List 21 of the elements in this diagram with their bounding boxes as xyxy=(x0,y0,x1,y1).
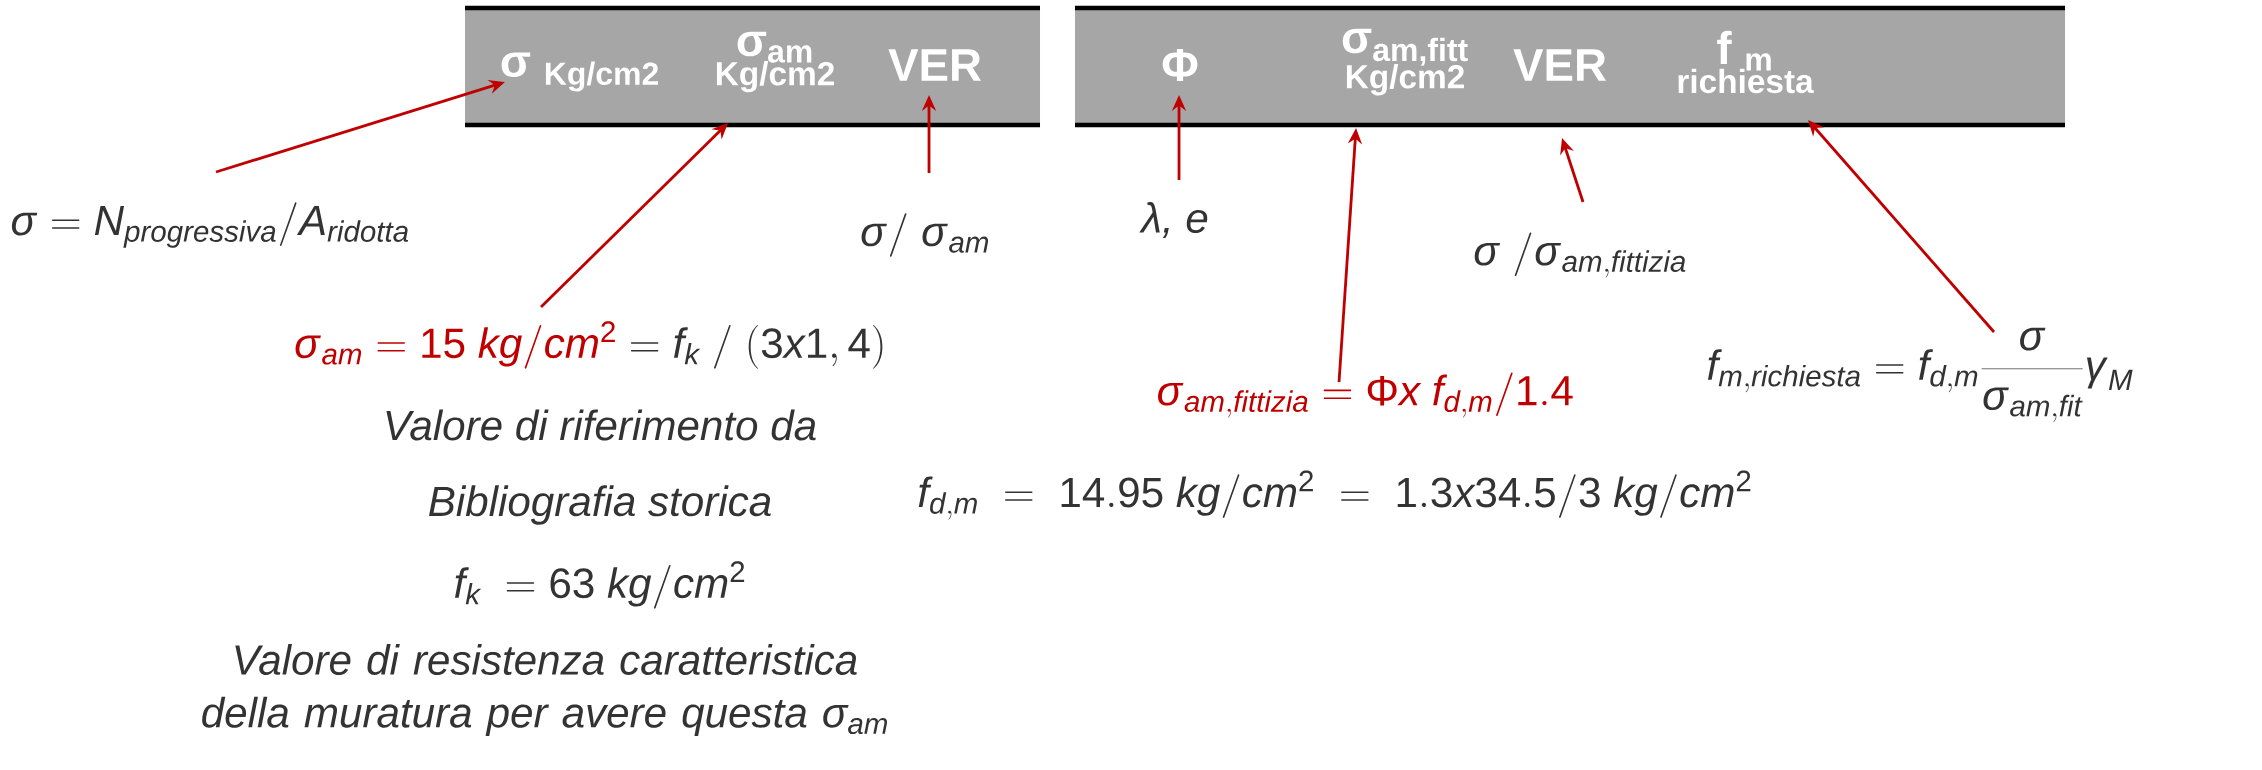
formula-text: $\sigma/\ \sigma_{am}$ xyxy=(861,213,989,257)
column-header: σ $_{Kg/cm2}$ xyxy=(501,52,659,92)
note-text: $f_{d,m}\ =\ 14.95\ kg/cm^{2}\ =\ 1.3x34.5/3\ kg/cm^{2}$ xyxy=(918,470,1751,520)
column-header: VER xyxy=(888,49,982,81)
note-text: Valore di riferimento da xyxy=(386,409,816,441)
formula-text: $\sigma_{am}=15\ kg/cm^{2}$ $=f_{k}\ /\ (3x1,4)$ xyxy=(295,321,883,369)
column-header: VER xyxy=(1513,49,1607,81)
formula-text: $\sigma=N_{progressiva}/A_{ridotta}$ xyxy=(11,202,409,248)
header-bar xyxy=(465,5,1040,128)
note-text: Valore di resistenza caratteristica della muratura per avere questa σ$_{am}$ xyxy=(202,644,887,737)
formula-text: $\sigma\ /\sigma_{am,fittizia}$ xyxy=(1474,232,1686,278)
formula-text: λ, e xyxy=(1139,202,1208,238)
column-header: Φ xyxy=(1162,49,1198,81)
column-header: σ$_{am}$ Kg/cm2 xyxy=(716,31,834,93)
header-bar xyxy=(1075,5,2065,128)
formula-text: $\sigma_{am,fittizia}=\Phi x\ f_{d,m}/1.4$ xyxy=(1158,372,1573,418)
note-text: $f_{k}\ =63\ kg/cm^{2}$ xyxy=(455,561,745,609)
column-header: f $_{m}$ richiesta xyxy=(1678,30,1814,94)
formula-text: $f_{m,richiesta}=f_{d,m}\frac{\sigma}{\sigma_{am,fit}}\gamma_{M}$ xyxy=(1707,327,2133,423)
note-text: Bibliografia storica xyxy=(429,485,771,525)
column-header: σ$_{am,fitt}$ Kg/cm2 xyxy=(1342,28,1468,96)
